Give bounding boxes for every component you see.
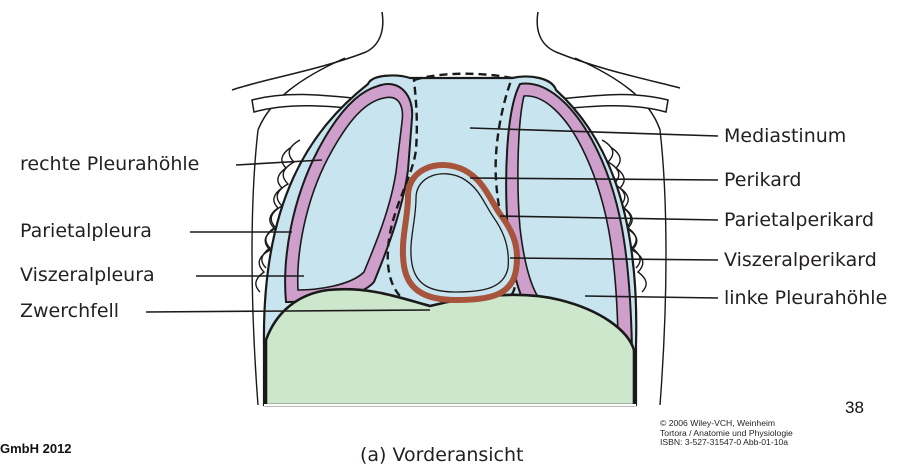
label-parietalpleura: Parietalpleura [20, 222, 152, 241]
torso-left-edge [252, 130, 258, 405]
label-viszeralpleura: Viszeralpleura [20, 266, 155, 285]
neck-right-outline [537, 12, 680, 88]
slide-footer: GmbH 2012 [0, 441, 72, 456]
label-mediastinum: Mediastinum [724, 127, 846, 146]
label-rechte-pleurahoehle: rechte Pleurahöhle [20, 155, 199, 174]
copyright-notice: © 2006 Wiley-VCH, Weinheim Tortora / Ana… [660, 419, 793, 448]
torso-right-edge [660, 130, 666, 405]
label-viszeralperikard: Viszeralperikard [724, 251, 877, 270]
diaphragm [266, 289, 634, 405]
label-linke-pleurahoehle: linke Pleurahöhle [724, 289, 887, 308]
label-parietalperikard: Parietalperikard [724, 211, 874, 230]
label-zwerchfell: Zwerchfell [20, 302, 119, 321]
copyright-line-3: ISBN: 3-527-31547-0 Abb-01-10a [660, 438, 793, 448]
figure-caption: (a) Vorderansicht [360, 444, 524, 466]
page-number: 38 [845, 398, 864, 418]
label-perikard: Perikard [724, 171, 801, 190]
